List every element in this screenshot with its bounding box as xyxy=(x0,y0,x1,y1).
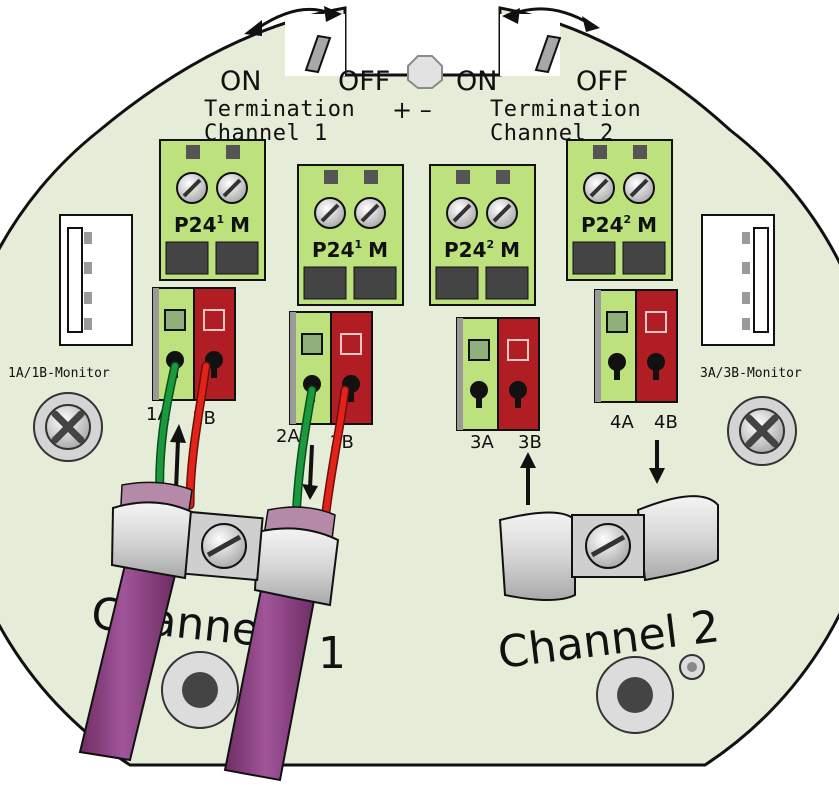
plug-4-suffix: M xyxy=(637,213,657,237)
arrow-down-4a xyxy=(649,440,665,484)
mounting-hole-right xyxy=(596,656,674,734)
terminal-3a-label: 3A xyxy=(470,432,494,453)
switch-right-off-label: OFF xyxy=(576,66,628,97)
plug-2-base: P24 xyxy=(312,238,355,262)
mounting-hole-left xyxy=(161,651,239,729)
mounting-screw-left xyxy=(33,392,103,462)
terminal-4a-label: 4A xyxy=(610,412,634,433)
arrow-up-1a xyxy=(170,424,186,491)
plug-1-sup: 1 xyxy=(217,213,225,226)
terminal-2a-label: 2A xyxy=(276,426,300,447)
plug-1-suffix: M xyxy=(230,213,250,237)
switch-arrow-right xyxy=(502,7,600,32)
monitor-connector-right xyxy=(701,214,775,346)
switch-slot-right xyxy=(500,14,562,76)
monitor-connector-left xyxy=(59,214,133,346)
wires-channel-1b xyxy=(291,385,350,525)
plug-3-base: P24 xyxy=(444,238,487,262)
terminal-3b-label: 3B xyxy=(518,432,542,453)
termination-right-label: Termination xyxy=(490,97,641,122)
switch-arrow-left xyxy=(244,6,342,36)
wire-terminal-4 xyxy=(594,289,678,403)
small-hole xyxy=(679,654,705,680)
wire-terminal-2 xyxy=(289,311,373,425)
plug-4-sup: 2 xyxy=(624,213,632,226)
cable-clamp-channel-2 xyxy=(498,495,719,601)
switch-right-on-label: ON xyxy=(456,66,497,97)
plug-2-sup: 1 xyxy=(355,238,363,251)
switch-slot-left xyxy=(285,14,345,76)
switch-left-on-label: ON xyxy=(220,66,261,97)
mounting-screw-right xyxy=(727,396,797,466)
channel-1-number: 1 xyxy=(318,628,346,679)
polarity-label: + – xyxy=(392,96,432,124)
cable-clamp-channel-1 xyxy=(110,501,340,607)
plug-3-sup: 2 xyxy=(487,238,495,251)
monitor-left-label: 1A/1B-Monitor xyxy=(8,366,110,381)
terminal-4b-label: 4B xyxy=(654,412,678,433)
plug-3-suffix: M xyxy=(500,238,520,262)
led-indicator xyxy=(407,55,443,89)
plug-4-base: P24 xyxy=(581,213,624,237)
plug-2-suffix: M xyxy=(368,238,388,262)
wire-terminal-1 xyxy=(152,287,236,401)
termination-left-label: Termination xyxy=(204,97,355,122)
switch-left-off-label: OFF xyxy=(338,66,390,97)
arrow-up-3a xyxy=(520,452,536,505)
arrow-down-2a xyxy=(302,444,318,500)
wire-terminal-3 xyxy=(456,317,540,431)
plug-1-base: P24 xyxy=(174,213,217,237)
monitor-right-label: 3A/3B-Monitor xyxy=(700,366,802,381)
